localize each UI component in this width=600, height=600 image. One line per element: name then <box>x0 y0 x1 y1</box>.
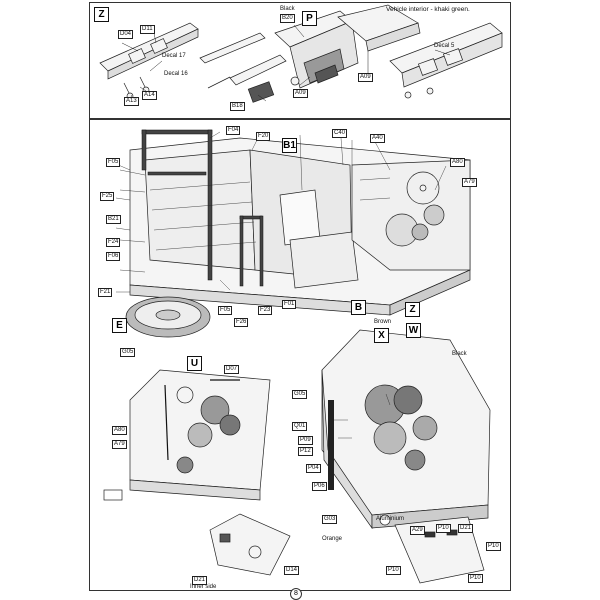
label-f06: F06 <box>106 252 121 261</box>
label-a80-top: A80 <box>450 158 465 167</box>
label-d04: D04 <box>118 30 134 39</box>
label-a80-low: A80 <box>112 426 127 435</box>
step-b1-marker: B1 <box>282 138 297 153</box>
label-a09-right: A09 <box>358 73 373 82</box>
label-d21-low: D21 <box>192 576 208 585</box>
step-w-marker: W <box>406 323 421 338</box>
label-orange: Orange <box>322 536 343 542</box>
label-f26: F26 <box>234 318 249 327</box>
label-a40: A40 <box>370 134 385 143</box>
label-black-right: Black <box>452 351 467 357</box>
label-f23: F23 <box>258 306 273 315</box>
label-d21-right: D21 <box>458 524 474 533</box>
label-p06: P06 <box>312 482 327 491</box>
label-a09-mid: A09 <box>293 89 308 98</box>
label-g05-right: G05 <box>292 390 308 399</box>
label-decal5: Decal 5 <box>434 43 455 49</box>
label-g05-wheel: G05 <box>120 348 136 357</box>
label-aluminium: Aluminium <box>376 516 405 522</box>
label-p10-c: P10 <box>386 566 401 575</box>
label-f01: F01 <box>282 300 297 309</box>
label-p10-b: P10 <box>486 542 501 551</box>
subassembly-drawings <box>99 4 503 103</box>
top-panel-subassemblies: Z Vehicle interior - khaki green. D11 D0… <box>89 2 511 119</box>
label-p10-d: P10 <box>468 574 483 583</box>
page-number: 8 <box>290 588 302 600</box>
label-f24: F24 <box>106 238 121 247</box>
label-d14: D14 <box>284 566 300 575</box>
step-z-marker: Z <box>405 302 420 317</box>
label-decal17: Decal 17 <box>162 53 186 59</box>
label-d11: D11 <box>140 25 155 34</box>
label-b18: B18 <box>230 102 245 111</box>
label-f05-bottom: F05 <box>218 306 233 315</box>
label-brown: Brown <box>374 319 392 325</box>
label-b20: B20 <box>280 14 295 23</box>
label-a13: A13 <box>124 97 139 106</box>
label-a29: A29 <box>410 526 425 535</box>
label-decal16: Decal 16 <box>164 71 188 77</box>
label-p04: P04 <box>306 464 321 473</box>
step-e-marker: E <box>112 318 127 333</box>
label-a14: A14 <box>142 91 157 100</box>
label-p09: P09 <box>298 436 313 445</box>
label-a79-top: A79 <box>462 178 477 187</box>
step-u-marker: U <box>187 356 202 371</box>
label-g03: G03 <box>322 515 338 524</box>
label-f05-left: F05 <box>106 158 121 167</box>
label-f20: F20 <box>256 132 271 141</box>
step-z-top-marker: Z <box>94 7 109 22</box>
label-inner-side: Inner side <box>190 584 217 590</box>
label-a79-low: A79 <box>112 440 127 449</box>
label-d07: D07 <box>224 365 240 374</box>
label-f04: F04 <box>226 126 241 135</box>
label-f25: F25 <box>100 192 115 201</box>
label-p12: P12 <box>298 447 313 456</box>
step-x-marker: X <box>374 328 389 343</box>
label-f21: F21 <box>98 288 113 297</box>
step-p-marker: P <box>302 11 317 26</box>
main-assembly-drawings <box>103 129 491 584</box>
main-panel-assembly: B1 B Z E U X W F04 F20 C40 A40 A80 A79 F… <box>89 119 511 591</box>
label-q01: Q01 <box>292 422 308 431</box>
header-note: Vehicle interior - khaki green. <box>386 6 470 13</box>
step-b-marker: B <box>351 300 366 315</box>
label-c40: C40 <box>332 129 348 138</box>
label-black-top: Black <box>280 6 295 12</box>
label-b21: B21 <box>106 215 121 224</box>
label-p10-a: P10 <box>436 524 451 533</box>
